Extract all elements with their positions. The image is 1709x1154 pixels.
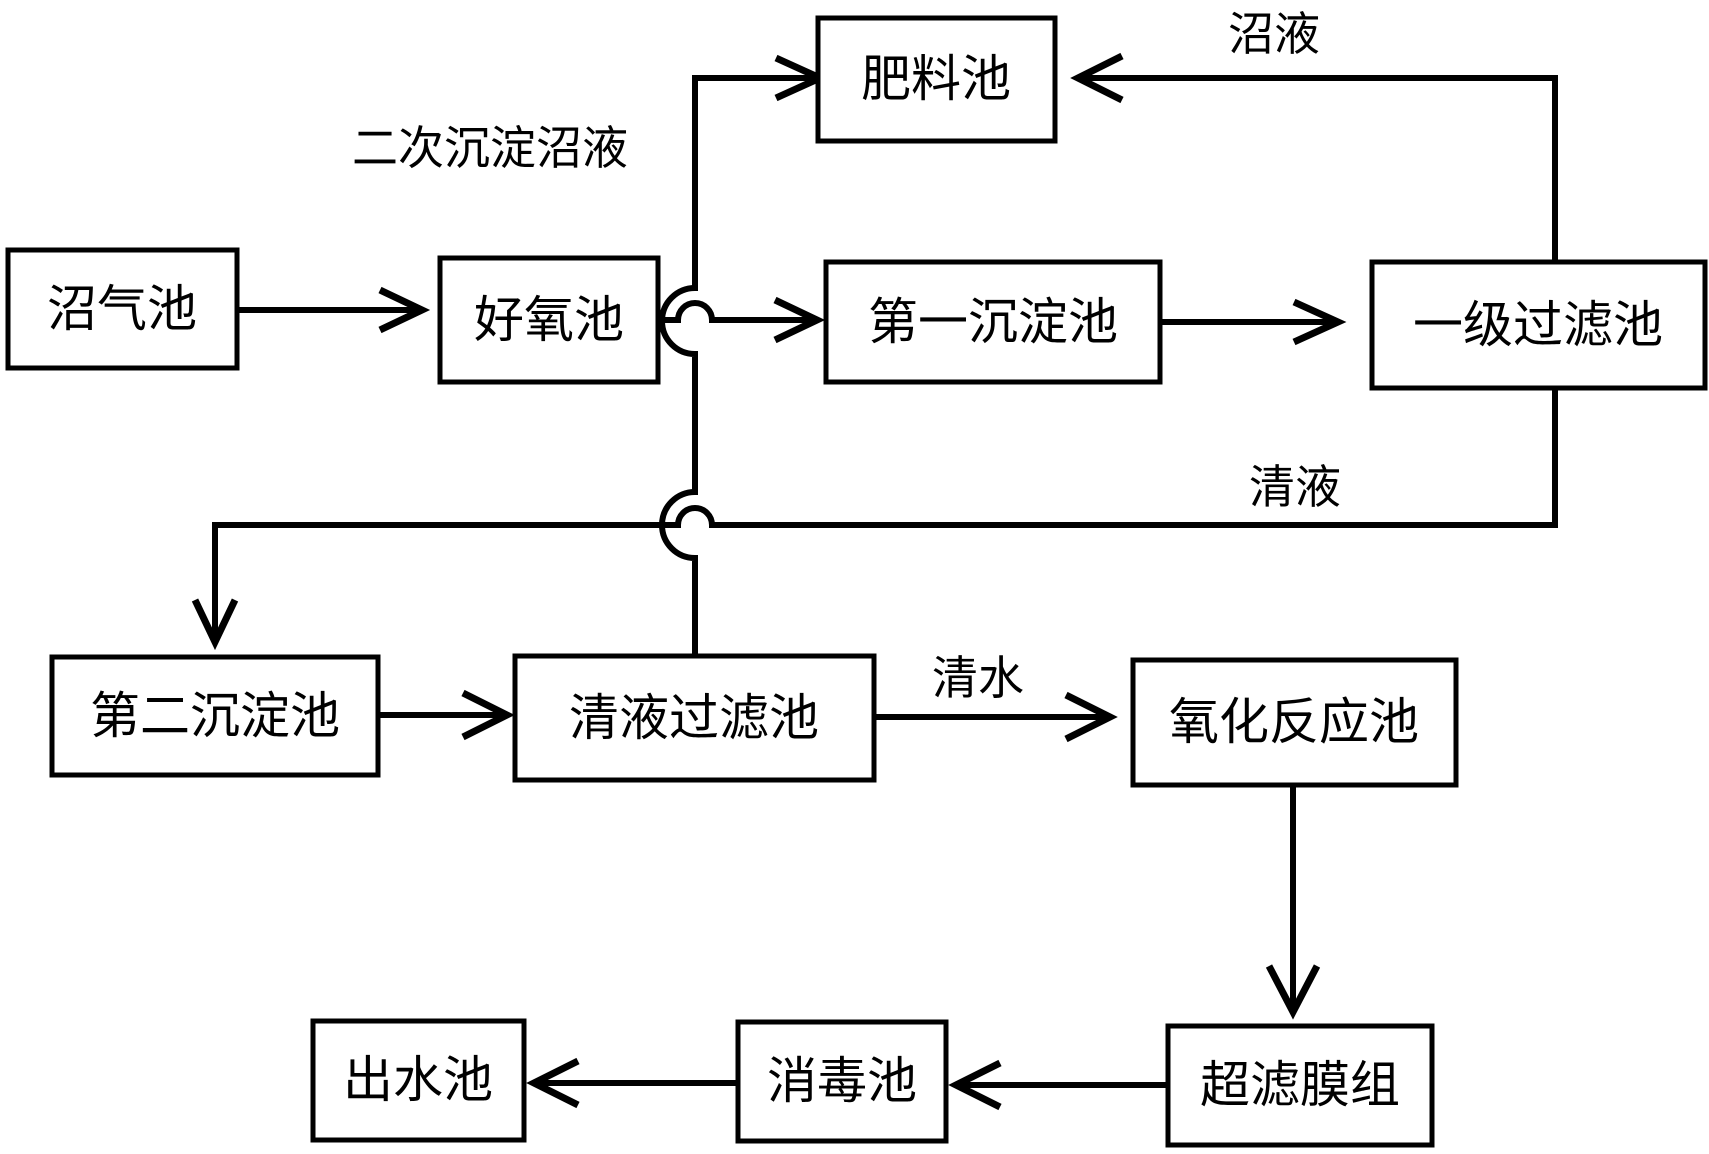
edge-label-clear-water: 清水 xyxy=(932,651,1024,705)
arrowhead-aerobic-to-first-sedimentation xyxy=(773,296,826,344)
node-primary-filter-tank: 一级过滤池 xyxy=(1369,259,1708,391)
node-ultrafiltration-membrane-group: 超滤膜组 xyxy=(1165,1023,1435,1148)
edge-label-secondary-sediment-slurry: 二次沉淀沼液 xyxy=(352,121,628,175)
node-clear-liquid-filter-tank-label: 清液过滤池 xyxy=(569,689,819,747)
arrowhead-primary-filter-to-second-sedimentation xyxy=(191,598,239,651)
node-first-sedimentation-tank-label: 第一沉淀池 xyxy=(868,293,1118,351)
connector-clear-filter-to-fertilizer xyxy=(659,75,818,656)
connector-primary-filter-to-second-sedimentation xyxy=(212,388,1558,640)
node-fertilizer-tank-label: 肥料池 xyxy=(861,50,1011,108)
node-clear-liquid-filter-tank: 清液过滤池 xyxy=(512,653,877,783)
arrowhead-first-sedimentation-to-primary-filter xyxy=(1292,298,1347,346)
node-outlet-water-tank-label: 出水池 xyxy=(343,1051,493,1109)
connector-aerobic-to-first-sedimentation xyxy=(658,300,815,323)
arrowhead-ultrafiltration-to-disinfection xyxy=(948,1059,1002,1111)
node-primary-filter-tank-label: 一级过滤池 xyxy=(1413,296,1663,354)
edge-label-clear-liquid: 清液 xyxy=(1249,460,1341,514)
node-outlet-water-tank: 出水池 xyxy=(310,1018,527,1143)
node-fertilizer-tank: 肥料池 xyxy=(815,15,1058,144)
arrowhead-disinfection-to-outlet xyxy=(526,1057,580,1109)
arrowhead-oxidation-to-ultrafiltration xyxy=(1265,964,1321,1020)
node-biogas-tank: 沼气池 xyxy=(5,247,240,371)
connector-primary-filter-to-fertilizer xyxy=(1080,75,1558,262)
arrowhead-clear-filter-to-oxidation xyxy=(1064,691,1118,743)
node-ultrafiltration-membrane-group-label: 超滤膜组 xyxy=(1200,1056,1400,1114)
arrowhead-primary-filter-to-fertilizer xyxy=(1070,52,1124,104)
node-oxidation-reaction-tank: 氧化反应池 xyxy=(1130,657,1459,788)
node-first-sedimentation-tank: 第一沉淀池 xyxy=(823,259,1163,385)
node-oxidation-reaction-tank-label: 氧化反应池 xyxy=(1169,693,1419,751)
arrowhead-biogas-to-aerobic xyxy=(378,286,431,334)
arrowhead-second-sedimentation-to-clear-filter xyxy=(461,689,515,741)
node-aerobic-tank: 好氧池 xyxy=(437,255,661,385)
node-second-sedimentation-tank-label: 第二沉淀池 xyxy=(90,687,340,745)
node-second-sedimentation-tank: 第二沉淀池 xyxy=(49,654,381,778)
node-aerobic-tank-label: 好氧池 xyxy=(474,291,624,349)
node-disinfection-tank-label: 消毒池 xyxy=(767,1052,917,1110)
edge-label-biogas-slurry: 沼液 xyxy=(1228,7,1320,61)
node-biogas-tank-label: 沼气池 xyxy=(47,280,197,338)
node-disinfection-tank: 消毒池 xyxy=(735,1019,949,1144)
